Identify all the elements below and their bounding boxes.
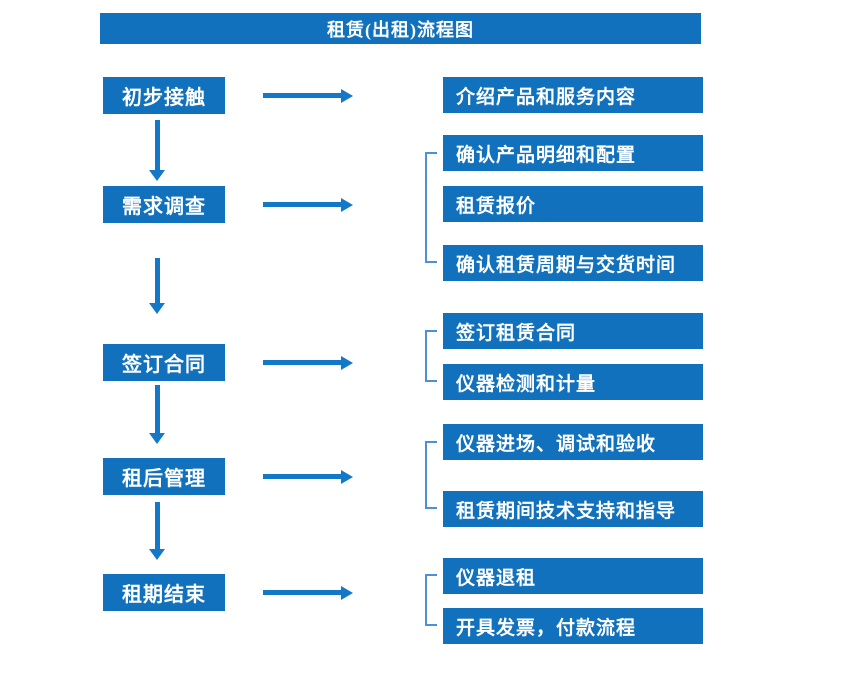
arrow-head xyxy=(149,549,165,560)
detail-instrument-return: 仪器退租 xyxy=(443,558,703,594)
arrow-head xyxy=(149,433,165,444)
arrow-head xyxy=(149,303,165,314)
right-arrow-icon xyxy=(263,586,353,600)
down-arrow-icon xyxy=(149,120,165,181)
step-post-rental-mgmt: 租后管理 xyxy=(103,458,225,495)
step-initial-contact: 初步接触 xyxy=(103,77,225,114)
arrow-head xyxy=(341,586,353,600)
detail-introduce-products: 介绍产品和服务内容 xyxy=(443,77,703,113)
arrow-head xyxy=(341,356,353,370)
detail-confirm-period: 确认租赁周期与交货时间 xyxy=(443,245,703,281)
arrow-shaft xyxy=(154,258,160,304)
group-bracket xyxy=(425,152,437,263)
group-bracket xyxy=(425,441,437,509)
detail-confirm-config: 确认产品明细和配置 xyxy=(443,135,703,171)
step-rental-end: 租期结束 xyxy=(103,574,225,611)
step-demand-survey: 需求调查 xyxy=(103,186,225,223)
arrow-shaft xyxy=(263,360,342,365)
detail-sign-rental-contract: 签订租赁合同 xyxy=(443,313,703,349)
group-bracket xyxy=(425,574,437,626)
detail-rental-quote: 租赁报价 xyxy=(443,186,703,222)
arrow-shaft xyxy=(263,474,342,479)
arrow-shaft xyxy=(263,93,342,98)
arrow-shaft xyxy=(154,120,160,171)
diagram-title: 租赁(出租)流程图 xyxy=(100,13,701,44)
right-arrow-icon xyxy=(263,198,353,212)
arrow-head xyxy=(341,89,353,103)
detail-tech-support: 租赁期间技术支持和指导 xyxy=(443,491,703,527)
arrow-shaft xyxy=(154,502,160,550)
detail-invoice-payment: 开具发票，付款流程 xyxy=(443,608,703,644)
detail-instrument-setup: 仪器进场、调试和验收 xyxy=(443,424,703,460)
group-bracket xyxy=(425,330,437,382)
step-sign-contract: 签订合同 xyxy=(103,344,225,381)
right-arrow-icon xyxy=(263,470,353,484)
arrow-shaft xyxy=(154,385,160,434)
arrow-head xyxy=(341,198,353,212)
down-arrow-icon xyxy=(149,385,165,444)
arrow-shaft xyxy=(263,202,342,207)
arrow-head xyxy=(341,470,353,484)
detail-instrument-testing: 仪器检测和计量 xyxy=(443,364,703,400)
down-arrow-icon xyxy=(149,258,165,314)
right-arrow-icon xyxy=(263,89,353,103)
down-arrow-icon xyxy=(149,502,165,560)
arrow-shaft xyxy=(263,590,342,595)
right-arrow-icon xyxy=(263,356,353,370)
arrow-head xyxy=(149,170,165,181)
